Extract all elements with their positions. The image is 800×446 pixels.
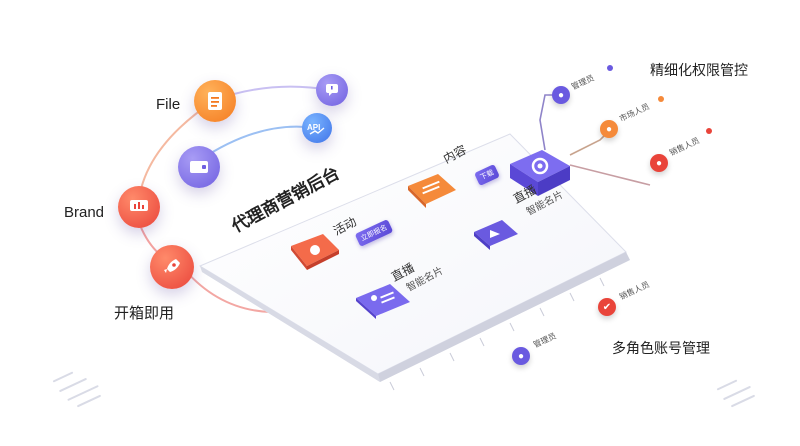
market-badge	[658, 96, 664, 102]
sales-badge	[706, 128, 712, 134]
message-orb[interactable]	[316, 74, 348, 106]
brand-label: Brand	[64, 204, 105, 221]
presentation-icon	[130, 200, 148, 211]
ready-orb[interactable]	[150, 245, 194, 289]
fine-permission-label: 精细化权限管控	[650, 62, 748, 78]
market-role-dot[interactable]: ●	[600, 120, 618, 138]
settings-cube[interactable]	[506, 146, 574, 200]
card-icon	[190, 161, 208, 173]
sales-check-dot[interactable]: ✔	[598, 298, 616, 316]
gear-icon	[531, 157, 549, 175]
api-orb[interactable]: API	[302, 113, 332, 143]
document-icon	[208, 92, 222, 110]
ready-label: 开箱即用	[114, 305, 175, 322]
check-icon: ✔	[602, 301, 612, 313]
file-label: File	[156, 96, 181, 113]
user-icon: ●	[655, 157, 663, 169]
file-orb[interactable]	[194, 80, 236, 122]
multi-role-label: 多角色账号管理	[612, 340, 710, 356]
svg-text:API: API	[307, 123, 320, 132]
user-icon: ●	[517, 350, 525, 362]
namecard-icon	[356, 284, 410, 319]
user-icon: ●	[557, 89, 565, 101]
admin-role-dot[interactable]: ●	[552, 86, 570, 104]
brand-orb[interactable]	[118, 186, 160, 228]
admin-user-dot[interactable]: ●	[512, 347, 530, 365]
api-icon: API	[307, 123, 325, 135]
content-icon	[408, 174, 456, 208]
activity-icon	[291, 234, 339, 270]
admin-badge	[607, 65, 613, 71]
chat-bubble-icon	[326, 84, 338, 96]
platform-board	[198, 133, 630, 391]
sales-role-dot[interactable]: ●	[650, 154, 668, 172]
rocket-icon	[164, 259, 180, 273]
user-icon: ●	[605, 123, 613, 135]
chat-orb[interactable]	[178, 146, 220, 188]
video-icon	[474, 220, 518, 250]
